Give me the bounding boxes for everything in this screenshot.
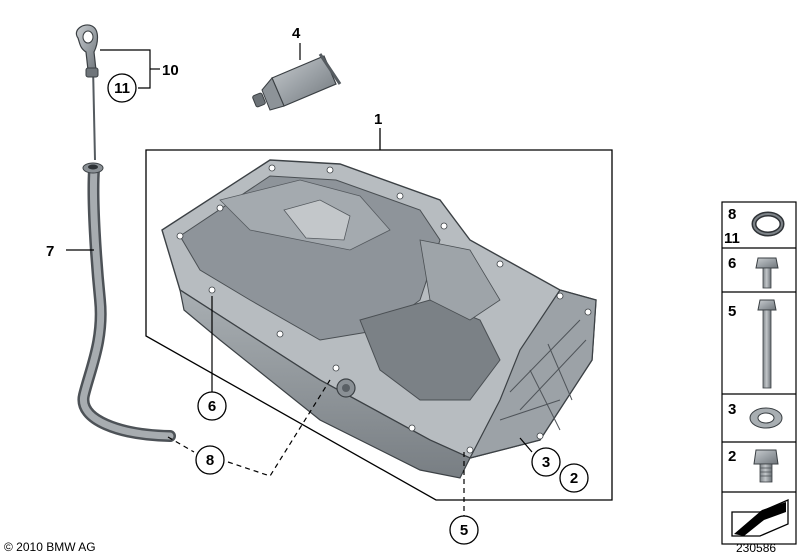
- callout-4: 4: [292, 25, 301, 42]
- oil-pan: [161, 159, 597, 479]
- copyright-text: © 2010 BMW AG: [4, 540, 96, 554]
- legend-label-8: 8: [728, 206, 736, 223]
- parts-legend: [721, 201, 797, 545]
- legend-label-3: 3: [728, 401, 736, 418]
- drain-plug-icon: [753, 449, 779, 483]
- svg-text:6: 6: [208, 398, 216, 415]
- washer-icon: [749, 407, 783, 429]
- legend-label-11: 11: [724, 230, 740, 247]
- callout-3: 3: [531, 447, 561, 477]
- seal-ring-icon: [751, 211, 785, 237]
- legend-label-6: 6: [728, 255, 736, 272]
- callout-7: 7: [46, 243, 54, 260]
- callout-5: 5: [449, 515, 479, 545]
- legend-label-2: 2: [728, 448, 736, 465]
- callout-8: 8: [195, 445, 225, 475]
- oil-dipstick-guide-tube: [77, 162, 176, 442]
- oil-dipstick: [75, 24, 99, 161]
- diagram-code: 230586: [736, 541, 777, 555]
- hex-bolt-short-icon: [755, 257, 779, 289]
- svg-text:5: 5: [460, 522, 468, 539]
- leader-lines: [66, 43, 533, 516]
- callout-6: 6: [197, 391, 227, 421]
- callout-11: 11: [107, 73, 137, 103]
- parts-arrow-icon: [731, 499, 789, 537]
- oil-pan-callout-frame: [145, 128, 613, 501]
- sealant-tube: [252, 53, 342, 111]
- callout-1: 1: [374, 111, 382, 128]
- legend-label-5: 5: [728, 303, 736, 320]
- svg-text:2: 2: [570, 470, 578, 487]
- svg-text:3: 3: [542, 454, 550, 471]
- svg-text:8: 8: [206, 452, 214, 469]
- hex-bolt-long-icon: [757, 299, 777, 389]
- callout-10: 10: [162, 62, 179, 79]
- svg-text:11: 11: [114, 80, 130, 97]
- callout-2: 2: [559, 463, 589, 493]
